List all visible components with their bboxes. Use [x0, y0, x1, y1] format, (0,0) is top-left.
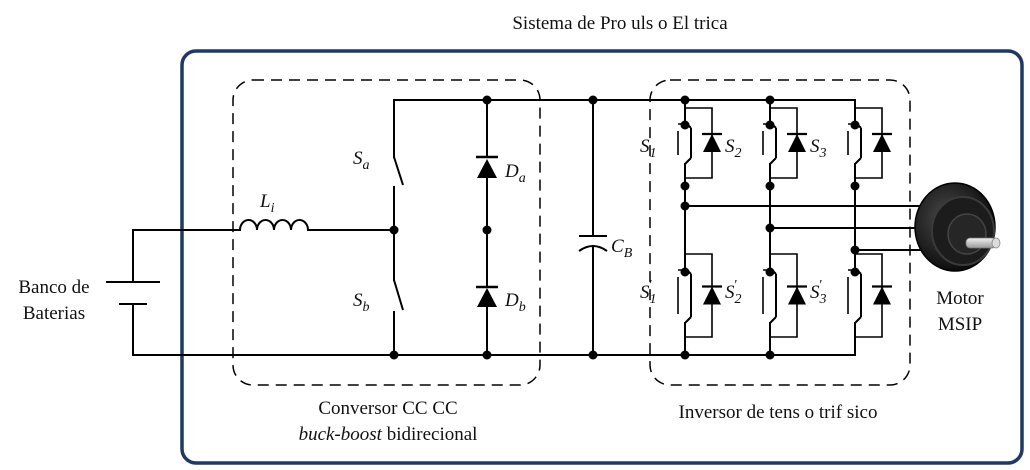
inductor-li: [235, 219, 395, 232]
capacitor-cb: [578, 99, 608, 356]
junction-dot: [765, 181, 775, 191]
converter-dashed-box: [232, 79, 541, 386]
inverter-switch-6-diode: [873, 286, 891, 305]
junction-dot: [850, 245, 860, 255]
junction-dot: [850, 267, 860, 277]
junction-dot: [680, 120, 690, 130]
junction-dot: [389, 350, 399, 360]
capacitor-label: CB: [611, 236, 633, 261]
junction-dot: [482, 225, 492, 235]
inverter-switch-label-2: S2: [725, 136, 742, 161]
inverter-switch-5-diode: [788, 286, 806, 305]
converter-label-line1: Conversor CC CC: [318, 398, 457, 419]
diode-b-label: Db: [504, 290, 526, 315]
junction-dot: [588, 350, 598, 360]
junction-dot: [765, 223, 775, 233]
junction-dot: [680, 181, 690, 191]
junction-dot: [850, 181, 860, 191]
inverter-switch-label-6: S3': [810, 278, 827, 307]
inverter-label: Inversor de tens o trif sico: [679, 402, 878, 423]
phase-outputs: [684, 205, 926, 251]
converter-switch-leg: [393, 99, 488, 356]
motor-label-line2: MSIP: [938, 314, 982, 335]
diode-a-label: Da: [504, 161, 526, 186]
inverter-switch-label-1: S1: [640, 136, 657, 161]
junction-dot: [680, 350, 690, 360]
inverter-switch-label-4: S1': [640, 278, 657, 307]
switch-a-label: Sa: [353, 148, 370, 173]
inverter-switch-label-3: S3: [810, 136, 827, 161]
battery-bank: [106, 229, 237, 356]
junction-dot: [680, 267, 690, 277]
inductor-label: Li: [259, 191, 275, 216]
junction-dot: [680, 201, 690, 211]
junction-dot: [389, 225, 399, 235]
inverter-switch-4-diode: [703, 286, 721, 305]
inverter-switch-label-5: S2': [725, 278, 742, 307]
junction-dot: [588, 95, 598, 105]
junction-dot: [482, 350, 492, 360]
battery-label-line1: Banco de: [18, 277, 89, 298]
motor-icon: [914, 182, 1001, 272]
junction-dot: [765, 267, 775, 277]
junction-dot: [850, 120, 860, 130]
junction-dot: [765, 95, 775, 105]
battery-label-line2: Baterias: [23, 303, 85, 324]
system-frame: [180, 49, 1024, 465]
inverter-switch-2-diode: [788, 134, 806, 152]
inverter-switch-1-diode: [703, 134, 721, 152]
junction-dot: [765, 120, 775, 130]
inverter-switch-3-diode: [873, 134, 891, 152]
junction-dot: [482, 95, 492, 105]
junction-dot: [680, 95, 690, 105]
motor-label-line1: Motor: [936, 288, 984, 309]
junction-dots: [389, 95, 860, 360]
converter-label-line2: buck-boost bidirecional: [299, 424, 478, 445]
junction-dot: [765, 350, 775, 360]
inverter-dashed-box: [649, 79, 911, 386]
diagram-title: Sistema de Pro uls o El trica: [512, 13, 728, 34]
switch-b-label: Sb: [353, 290, 370, 315]
